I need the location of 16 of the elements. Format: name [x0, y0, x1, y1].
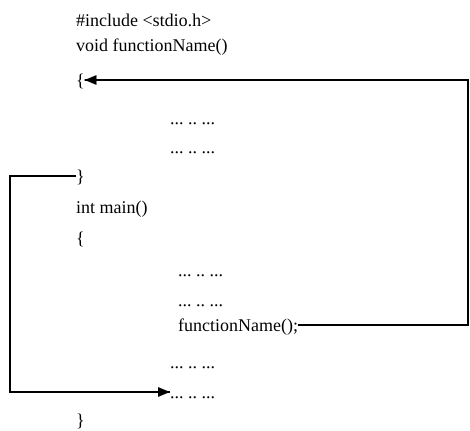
code-line: { [76, 70, 85, 90]
code-line: ... .. ... [178, 260, 223, 280]
code-line: void functionName() [76, 35, 228, 55]
code-line: functionName(); [178, 315, 298, 335]
code-line: ... .. ... [170, 382, 215, 402]
code-line: ... .. ... [178, 290, 223, 310]
code-line: ... .. ... [170, 137, 215, 157]
code-line: { [76, 228, 85, 248]
code-line: ... .. ... [170, 352, 215, 372]
code-line: #include <stdio.h> [76, 10, 212, 30]
code-line: } [76, 166, 85, 186]
code-line: ... .. ... [170, 108, 215, 128]
code-line: int main() [76, 197, 148, 217]
arrow [84, 75, 469, 326]
code-line: } [76, 410, 85, 430]
arrow [9, 175, 170, 397]
